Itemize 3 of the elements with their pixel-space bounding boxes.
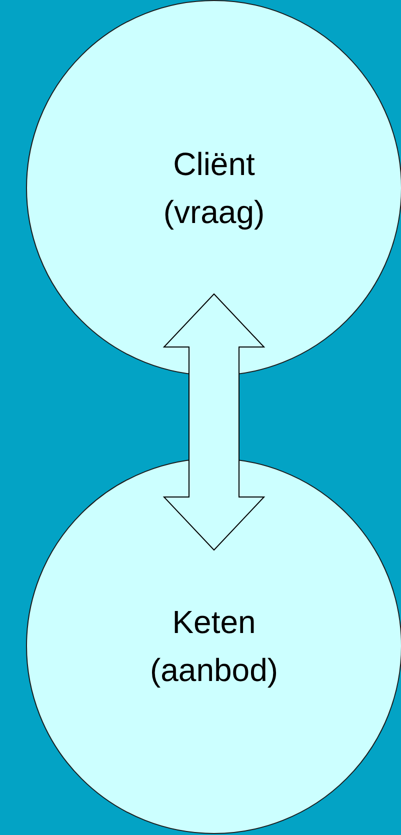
node-label: Cliënt (vraag)	[162, 145, 266, 232]
node-label: Keten (aanbod)	[148, 603, 280, 690]
double-block-arrow	[162, 293, 266, 551]
